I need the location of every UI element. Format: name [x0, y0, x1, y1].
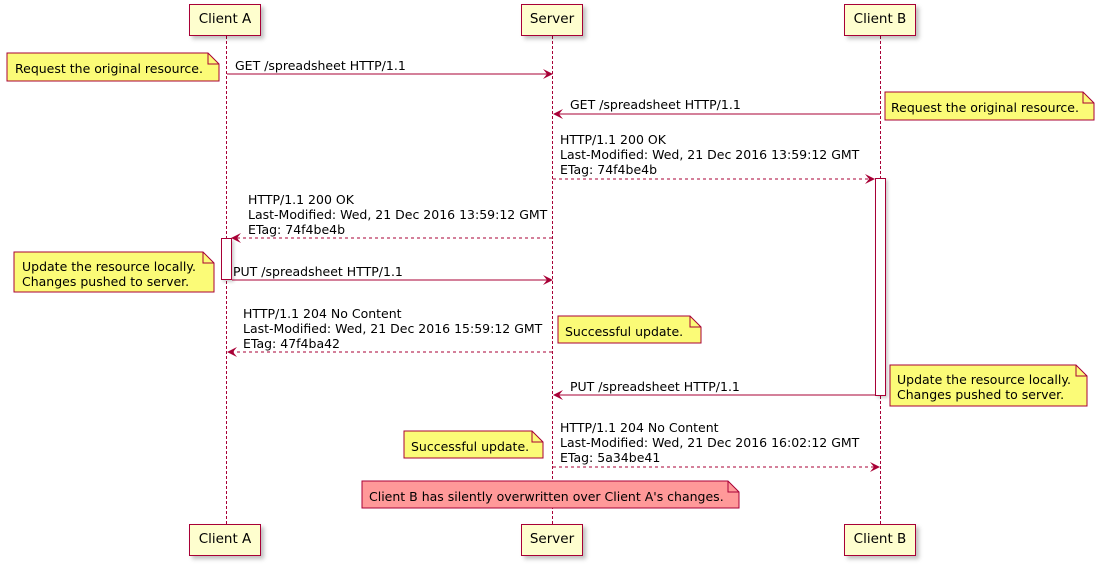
message-line: ETag: 74f4be4b	[248, 222, 346, 237]
note-fold-n6	[531, 431, 543, 443]
message-m4-label: HTTP/1.1 200 OK Last-Modified: Wed, 21 D…	[248, 192, 547, 237]
message-m3-label: HTTP/1.1 200 OK Last-Modified: Wed, 21 D…	[560, 132, 859, 177]
note-line: Changes pushed to server.	[22, 274, 190, 289]
note-line: Client B has silently overwritten over C…	[369, 489, 724, 504]
note-n7: Client B has silently overwritten over C…	[361, 485, 733, 509]
note-shape-n7	[361, 480, 740, 509]
note-fold-n4	[689, 316, 701, 328]
arrowhead-m7	[553, 390, 563, 400]
message-m5-label: PUT /spreadsheet HTTP/1.1	[233, 264, 403, 279]
activation-client-a	[221, 238, 232, 280]
note-n4: Successful update.	[557, 320, 692, 344]
note-shape-n4	[557, 315, 702, 344]
message-line: HTTP/1.1 204 No Content	[243, 306, 402, 321]
note-fold-n2	[1082, 92, 1094, 104]
note-line: Successful update.	[565, 324, 684, 339]
note-line: Request the original resource.	[15, 61, 203, 76]
message-line: HTTP/1.1 200 OK	[560, 132, 666, 147]
message-line: ETag: 74f4be4b	[560, 162, 658, 177]
note-n2: Request the original resource.	[883, 96, 1088, 120]
note-line: Update the resource locally.	[897, 372, 1071, 387]
message-line: PUT /spreadsheet HTTP/1.1	[233, 264, 403, 279]
activation-client-b	[875, 178, 886, 396]
message-m6-label: HTTP/1.1 204 No Content Last-Modified: W…	[243, 306, 542, 351]
message-line: Last-Modified: Wed, 21 Dec 2016 13:59:12…	[248, 207, 548, 222]
arrowhead-m6	[227, 347, 237, 357]
message-line: PUT /spreadsheet HTTP/1.1	[570, 379, 740, 394]
note-shape-n5	[889, 364, 1088, 407]
message-line: Last-Modified: Wed, 21 Dec 2016 15:59:12…	[243, 321, 543, 336]
note-line: Request the original resource.	[891, 100, 1079, 115]
message-line: HTTP/1.1 204 No Content	[560, 420, 719, 435]
message-line: Last-Modified: Wed, 21 Dec 2016 13:59:12…	[560, 147, 860, 162]
message-line: Last-Modified: Wed, 21 Dec 2016 16:02:12…	[560, 435, 860, 450]
participant-client-a-top: Client A	[189, 4, 261, 36]
message-m7-label: PUT /spreadsheet HTTP/1.1	[570, 379, 740, 394]
note-n1: Request the original resource.	[7, 57, 212, 81]
note-n3: Update the resource locally. Changes pus…	[14, 255, 205, 294]
note-fold-n7	[727, 481, 739, 493]
arrowhead-m5	[543, 275, 553, 285]
message-m8-label: HTTP/1.1 204 No Content Last-Modified: W…	[560, 420, 859, 465]
lifeline-client-a	[226, 36, 227, 524]
arrowhead-m4	[231, 233, 241, 243]
participant-server-bottom: Server	[521, 524, 583, 556]
note-n6: Successful update.	[403, 435, 538, 459]
note-shape-n6	[403, 430, 544, 459]
message-m2-label: GET /spreadsheet HTTP/1.1	[570, 97, 741, 112]
message-m1-label: GET /spreadsheet HTTP/1.1	[235, 58, 406, 73]
message-line: HTTP/1.1 200 OK	[248, 192, 354, 207]
participant-client-b-top: Client B	[844, 4, 916, 36]
note-shape-n1	[6, 52, 220, 82]
message-line: GET /spreadsheet HTTP/1.1	[570, 97, 741, 112]
note-fold-n5	[1075, 365, 1087, 377]
note-shape-n2	[884, 91, 1095, 121]
arrowhead-m3	[865, 174, 875, 184]
note-line: Changes pushed to server.	[897, 387, 1065, 402]
arrowhead-m8	[870, 462, 880, 472]
note-n5: Update the resource locally. Changes pus…	[889, 368, 1080, 407]
message-line: ETag: 47f4ba42	[243, 336, 341, 351]
note-fold-n3	[202, 252, 214, 264]
note-line: Successful update.	[411, 439, 530, 454]
message-line: ETag: 5a34be41	[560, 450, 661, 465]
message-line: GET /spreadsheet HTTP/1.1	[235, 58, 406, 73]
note-line: Update the resource locally.	[22, 259, 196, 274]
note-fold-n1	[207, 53, 219, 65]
arrowhead-m2	[553, 109, 563, 119]
participant-client-a-bottom: Client A	[189, 524, 261, 556]
participant-server-top: Server	[521, 4, 583, 36]
arrowhead-m1	[543, 69, 553, 79]
participant-client-b-bottom: Client B	[844, 524, 916, 556]
note-shape-n3	[13, 251, 215, 293]
